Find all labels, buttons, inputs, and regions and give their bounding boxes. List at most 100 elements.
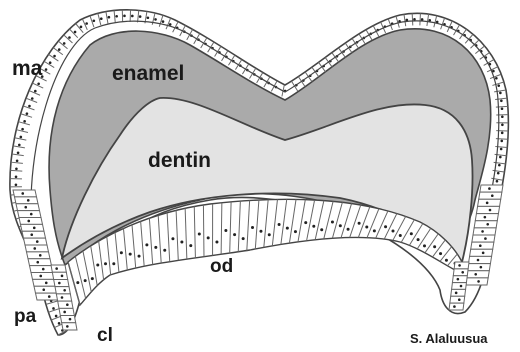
label-dentin: dentin	[148, 149, 211, 172]
ameloblast-nucleus	[147, 16, 150, 19]
loop-nucleus	[39, 275, 42, 278]
loop-cell	[480, 185, 503, 192]
loop-nucleus	[460, 285, 463, 288]
loop-cell	[450, 296, 465, 303]
ameloblast-nucleus	[37, 82, 40, 85]
loop-cell	[452, 283, 467, 290]
odontoblast-nucleus	[304, 221, 307, 224]
label-pa: pa	[14, 306, 37, 327]
loop-nucleus	[63, 289, 66, 292]
odontoblast-nucleus	[198, 233, 201, 236]
loop-nucleus	[479, 244, 482, 247]
ameloblast-nucleus	[131, 15, 134, 18]
ameloblast-nucleus	[16, 159, 19, 162]
odontoblast-nucleus	[391, 230, 394, 233]
loop-cell	[33, 279, 57, 286]
odontoblast-nucleus	[365, 226, 368, 229]
ameloblast-nucleus	[93, 19, 96, 22]
loop-cell	[468, 256, 491, 263]
loop-cell	[31, 273, 55, 280]
loop-cell	[55, 287, 70, 294]
odontoblast-nucleus	[233, 233, 236, 236]
loop-cell	[21, 224, 45, 231]
odontoblast-nucleus	[171, 237, 174, 240]
odontoblast-nucleus	[259, 230, 262, 233]
loop-nucleus	[477, 280, 480, 283]
loop-nucleus	[491, 194, 494, 197]
ameloblast-nucleus	[17, 152, 20, 155]
loop-cell	[467, 264, 490, 271]
ameloblast-nucleus	[34, 90, 37, 93]
loop-nucleus	[486, 223, 489, 226]
loop-cell	[16, 204, 40, 211]
odontoblast-nucleus	[207, 236, 210, 239]
odontoblast-cell-wall	[203, 205, 204, 257]
odontoblast-nucleus	[417, 238, 420, 241]
loop-nucleus	[36, 240, 39, 243]
loop-cell	[51, 265, 66, 272]
ameloblast-nucleus	[154, 18, 157, 21]
loop-nucleus	[48, 295, 51, 298]
odontoblast-nucleus	[104, 262, 107, 265]
ameloblast-nucleus	[63, 42, 66, 45]
loop-nucleus	[66, 325, 69, 328]
loop-cell	[476, 206, 499, 213]
loop-cell	[465, 278, 488, 285]
loop-cell	[60, 316, 75, 323]
loop-cell	[59, 308, 74, 315]
loop-cell	[472, 235, 495, 242]
ameloblast-nucleus	[123, 15, 126, 18]
loop-nucleus	[461, 271, 464, 274]
odontoblast-nucleus	[189, 244, 192, 247]
loop-cell	[34, 286, 58, 293]
ameloblast-nucleus	[499, 92, 502, 95]
loop-cell	[18, 211, 42, 218]
ameloblast-nucleus	[23, 120, 26, 123]
loop-nucleus	[27, 220, 30, 223]
loop-nucleus	[58, 282, 61, 285]
ameloblast-nucleus	[31, 97, 34, 100]
ameloblast-nucleus	[108, 16, 111, 19]
odontoblast-nucleus	[268, 233, 271, 236]
odontoblast-nucleus	[358, 222, 361, 225]
odontoblast-nucleus	[163, 249, 166, 252]
label-ma: ma	[12, 57, 43, 80]
odontoblast-nucleus	[439, 252, 442, 255]
odontoblast-nucleus	[373, 229, 376, 232]
loop-nucleus	[489, 209, 492, 212]
ameloblast-cell-wall	[412, 13, 413, 25]
loop-cell	[479, 192, 502, 199]
ameloblast-nucleus	[53, 55, 56, 58]
loop-nucleus	[484, 237, 487, 240]
loop-cell	[56, 294, 71, 301]
odontoblast-nucleus	[312, 225, 315, 228]
loop-nucleus	[45, 282, 48, 285]
loop-cell	[28, 259, 52, 266]
loop-nucleus	[55, 267, 58, 270]
loop-cell	[25, 245, 49, 252]
loop-cell	[58, 301, 73, 308]
loop-nucleus	[61, 296, 64, 299]
ameloblast-nucleus	[501, 107, 504, 110]
ameloblast-nucleus	[58, 322, 61, 325]
ameloblast-nucleus	[18, 144, 21, 147]
loop-nucleus	[21, 192, 24, 195]
loop-nucleus	[42, 288, 45, 291]
loop-nucleus	[24, 206, 27, 209]
ameloblast-nucleus	[501, 115, 504, 118]
ameloblast-nucleus	[58, 48, 61, 51]
loop-cell	[24, 238, 48, 245]
ameloblast-nucleus	[15, 183, 18, 186]
loop-cell	[36, 293, 60, 300]
odontoblast-nucleus	[433, 245, 436, 248]
ameloblast-nucleus	[21, 128, 24, 131]
loop-cell	[19, 218, 43, 225]
odontoblast-nucleus	[286, 227, 289, 230]
ameloblast-nucleus	[80, 26, 83, 29]
loop-cell	[453, 269, 468, 276]
odontoblast-nucleus	[91, 277, 94, 280]
label-od: od	[210, 256, 233, 277]
loop-nucleus	[66, 303, 69, 306]
loop-nucleus	[482, 252, 485, 255]
